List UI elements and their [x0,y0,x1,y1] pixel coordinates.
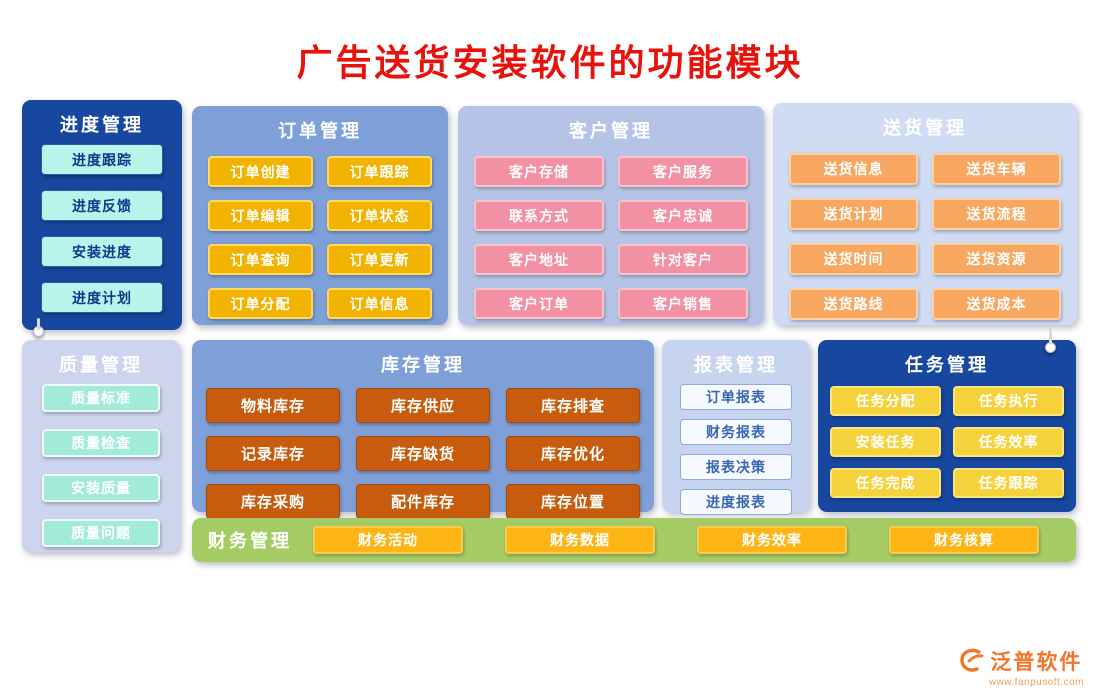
panel-order-body: 订单创建 订单跟踪 订单编辑 订单状态 订单查询 订单更新 订单分配 订单信息 [192,150,448,325]
panel-task: 任务管理 任务分配 任务执行 安装任务 任务效率 任务完成 任务跟踪 [818,340,1076,512]
delivery-item[interactable]: 送货信息 [789,153,918,185]
panel-task-body: 任务分配 任务执行 安装任务 任务效率 任务完成 任务跟踪 [818,384,1076,500]
customer-item[interactable]: 客户服务 [618,156,748,187]
panel-progress: 进度管理 进度跟踪 进度反馈 安装进度 进度计划 [22,100,182,330]
order-item[interactable]: 订单更新 [327,244,432,275]
panel-quality-body: 质量标准 质量检查 安装质量 质量问题 [22,384,180,564]
brand-url: www.fanpusoft.com [988,677,1084,688]
delivery-item[interactable]: 送货时间 [789,243,918,275]
panel-report-body: 订单报表 财务报表 报表决策 进度报表 [662,384,810,524]
panel-quality-title: 质量管理 [59,355,143,375]
inventory-item[interactable]: 库存优化 [506,436,640,471]
order-item[interactable]: 订单状态 [327,200,432,231]
panel-order-title: 订单管理 [278,121,362,141]
inventory-item[interactable]: 库存缺货 [356,436,490,471]
panel-delivery: 送货管理 送货信息 送货车辆 送货计划 送货流程 送货时间 送货资源 送货路线 … [773,103,1077,325]
delivery-item[interactable]: 送货路线 [789,288,918,320]
quality-item[interactable]: 质量问题 [42,519,160,547]
panel-delivery-body: 送货信息 送货车辆 送货计划 送货流程 送货时间 送货资源 送货路线 送货成本 [773,147,1077,326]
panel-delivery-title: 送货管理 [883,118,967,138]
finance-item[interactable]: 财务效率 [697,526,847,554]
progress-item[interactable]: 进度跟踪 [41,144,163,175]
inventory-item[interactable]: 库存排查 [506,388,640,423]
panel-quality: 质量管理 质量标准 质量检查 安装质量 质量问题 [22,340,180,552]
inventory-item[interactable]: 记录库存 [206,436,340,471]
order-item[interactable]: 订单创建 [208,156,313,187]
customer-item[interactable]: 客户地址 [474,244,604,275]
task-item[interactable]: 安装任务 [830,427,941,457]
quality-item[interactable]: 质量标准 [42,384,160,412]
panel-finance-title: 财务管理 [208,531,292,551]
customer-item[interactable]: 客户销售 [618,288,748,319]
task-item[interactable]: 任务执行 [953,386,1064,416]
panel-finance: 财务管理 财务活动 财务数据 财务效率 财务核算 [192,518,1076,562]
order-item[interactable]: 订单跟踪 [327,156,432,187]
customer-item[interactable]: 针对客户 [618,244,748,275]
customer-item[interactable]: 客户存储 [474,156,604,187]
inventory-item[interactable]: 库存采购 [206,484,340,519]
progress-item[interactable]: 进度计划 [41,282,163,313]
panel-inventory: 库存管理 物料库存 库存供应 库存排查 记录库存 库存缺货 库存优化 库存采购 … [192,340,654,519]
connector-stem [1049,326,1052,344]
report-item[interactable]: 订单报表 [680,384,792,410]
delivery-item[interactable]: 送货资源 [932,243,1061,275]
panel-progress-title: 进度管理 [60,115,144,135]
report-item[interactable]: 进度报表 [680,489,792,515]
task-item[interactable]: 任务完成 [830,468,941,498]
inventory-item[interactable]: 物料库存 [206,388,340,423]
delivery-item[interactable]: 送货成本 [932,288,1061,320]
report-item[interactable]: 财务报表 [680,419,792,445]
panel-finance-body: 财务活动 财务数据 财务效率 财务核算 [292,526,1060,554]
customer-item[interactable]: 客户忠诚 [618,200,748,231]
finance-item[interactable]: 财务活动 [313,526,463,554]
fanpu-logo-icon [957,646,985,681]
quality-item[interactable]: 安装质量 [42,474,160,502]
panel-progress-body: 进度跟踪 进度反馈 安装进度 进度计划 [22,144,182,328]
panel-order: 订单管理 订单创建 订单跟踪 订单编辑 订单状态 订单查询 订单更新 订单分配 … [192,106,448,325]
order-item[interactable]: 订单编辑 [208,200,313,231]
inventory-item[interactable]: 配件库存 [356,484,490,519]
task-item[interactable]: 任务分配 [830,386,941,416]
quality-item[interactable]: 质量检查 [42,429,160,457]
brand-logo: 泛普软件 www.fanpusoft.com [957,646,1084,688]
progress-item[interactable]: 安装进度 [41,236,163,267]
panel-customer: 客户管理 客户存储 客户服务 联系方式 客户忠诚 客户地址 针对客户 客户订单 … [458,106,764,325]
delivery-item[interactable]: 送货流程 [932,198,1061,230]
panel-customer-body: 客户存储 客户服务 联系方式 客户忠诚 客户地址 针对客户 客户订单 客户销售 [458,150,764,325]
order-item[interactable]: 订单信息 [327,288,432,319]
panel-task-title: 任务管理 [905,355,989,375]
order-item[interactable]: 订单分配 [208,288,313,319]
delivery-item[interactable]: 送货车辆 [932,153,1061,185]
connector-stem [37,318,40,330]
panel-customer-title: 客户管理 [569,121,653,141]
finance-item[interactable]: 财务数据 [505,526,655,554]
panel-report-title: 报表管理 [694,355,778,375]
panel-inventory-body: 物料库存 库存供应 库存排查 记录库存 库存缺货 库存优化 库存采购 配件库存 … [192,384,654,523]
inventory-item[interactable]: 库存位置 [506,484,640,519]
task-item[interactable]: 任务跟踪 [953,468,1064,498]
progress-item[interactable]: 进度反馈 [41,190,163,221]
customer-item[interactable]: 客户订单 [474,288,604,319]
panel-report: 报表管理 订单报表 财务报表 报表决策 进度报表 [662,340,810,515]
panel-inventory-title: 库存管理 [381,355,465,375]
inventory-item[interactable]: 库存供应 [356,388,490,423]
task-item[interactable]: 任务效率 [953,427,1064,457]
brand-name: 泛普软件 [990,649,1083,674]
order-item[interactable]: 订单查询 [208,244,313,275]
delivery-item[interactable]: 送货计划 [789,198,918,230]
page-title: 广告送货安装软件的功能模块 [296,42,804,84]
report-item[interactable]: 报表决策 [680,454,792,480]
customer-item[interactable]: 联系方式 [474,200,604,231]
finance-item[interactable]: 财务核算 [889,526,1039,554]
